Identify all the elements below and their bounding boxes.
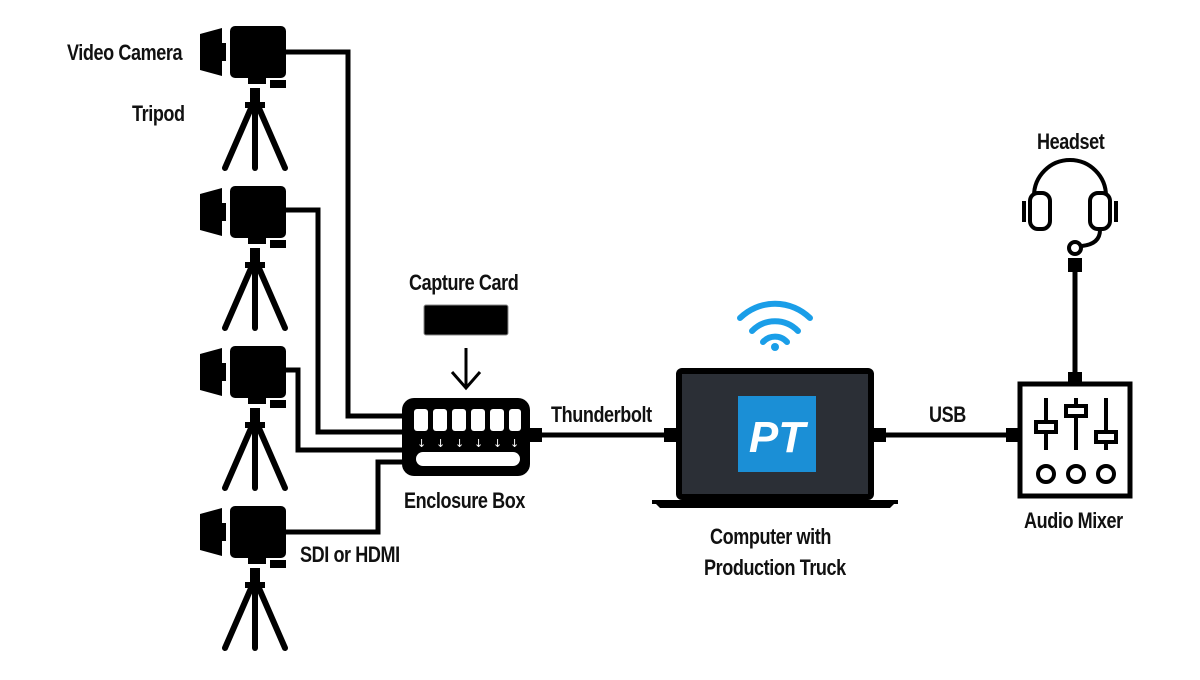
computer-label-line2: Production Truck <box>704 555 846 580</box>
headset-label: Headset <box>1037 129 1105 154</box>
camera-rig-2 <box>200 186 286 328</box>
logo-text: PT <box>749 413 808 462</box>
svg-text:↓: ↓ <box>493 437 502 450</box>
camera-cables <box>280 49 405 535</box>
svg-text:↓: ↓ <box>474 437 483 450</box>
camera-icon <box>200 506 286 568</box>
thunderbolt-cable <box>542 428 676 442</box>
audio-mixer-icon <box>1017 372 1133 499</box>
headset-cable <box>1068 258 1082 374</box>
tripod-icon <box>225 88 285 168</box>
audio-mixer-label: Audio Mixer <box>1024 508 1123 533</box>
svg-text:↓: ↓ <box>417 437 426 450</box>
tripod-label: Tripod <box>132 101 185 126</box>
usb-label: USB <box>929 402 966 427</box>
thunderbolt-label: Thunderbolt <box>551 402 652 427</box>
sdi-or-hdmi-label: SDI or HDMI <box>300 542 400 567</box>
camera-rig-3 <box>200 346 286 488</box>
tripod-icon <box>225 408 285 488</box>
svg-text:↓: ↓ <box>455 437 464 450</box>
headset-icon <box>1022 158 1118 256</box>
tripod-icon <box>225 568 285 648</box>
usb-cable <box>874 428 1018 442</box>
cable-camera-3 <box>280 367 405 453</box>
cable-camera-4 <box>280 459 405 535</box>
enclosure-box-icon: ↓ ↓ ↓ ↓ ↓ ↓ <box>402 398 542 476</box>
capture-card-label: Capture Card <box>409 270 519 295</box>
camera-icon <box>200 186 286 248</box>
camera-rig-1 <box>200 26 286 168</box>
down-arrow-icon <box>450 348 482 391</box>
production-truck-logo: PT <box>738 396 816 472</box>
capture-card-icon <box>423 304 509 336</box>
cable-camera-2 <box>280 207 405 435</box>
enclosure-box-label: Enclosure Box <box>404 488 525 513</box>
camera-icon <box>200 26 286 88</box>
svg-text:↓: ↓ <box>510 437 519 450</box>
wifi-icon <box>737 300 813 351</box>
tripod-icon <box>225 248 285 328</box>
svg-text:↓: ↓ <box>436 437 445 450</box>
camera-rig-4 <box>200 506 286 648</box>
video-camera-label: Video Camera <box>67 40 183 65</box>
computer-label-line1: Computer with <box>710 524 831 549</box>
cable-camera-1 <box>280 49 405 419</box>
camera-icon <box>200 346 286 408</box>
